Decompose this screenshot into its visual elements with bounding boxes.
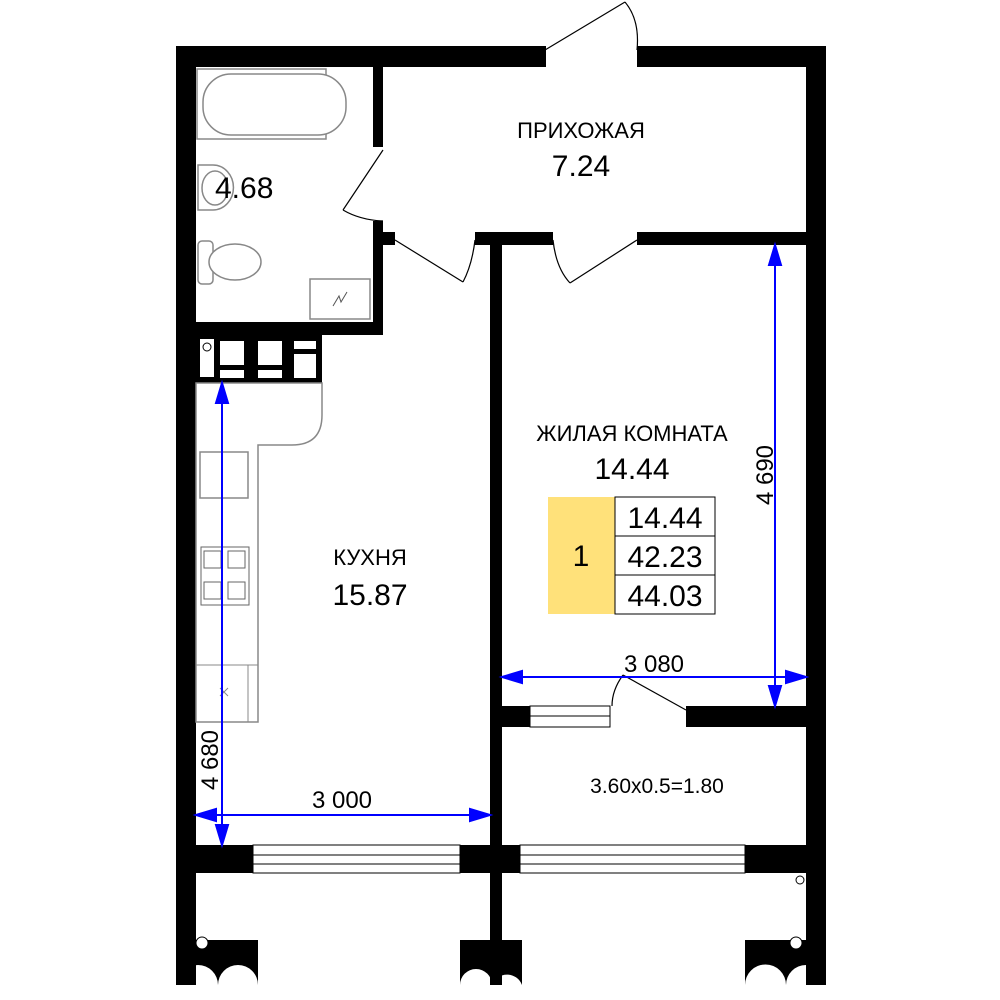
info-box: 1 14.44 42.23 44.03: [548, 496, 716, 615]
living-width-dimension: 3 080: [624, 651, 684, 678]
kitchen-counter: [195, 382, 323, 723]
sink: [197, 164, 235, 211]
balcony-drains: [195, 875, 805, 950]
dimension-lines: [192, 241, 810, 849]
living-height-dimension: 4 690: [752, 445, 779, 505]
balcony-area: 3.60x0.5=1.80: [590, 775, 724, 798]
hallway-name: ПРИХОЖАЯ: [517, 118, 645, 143]
doors: [342, 1, 687, 711]
total-area-value: 42.23: [627, 541, 702, 574]
kitchen-width-dimension: 3 000: [312, 787, 372, 814]
windows: [252, 705, 746, 874]
water-heater: [309, 278, 371, 320]
living-room-name: ЖИЛАЯ КОМНАТА: [536, 421, 728, 446]
hallway-area: 7.24: [552, 150, 610, 183]
bathroom-area: 4.68: [215, 172, 273, 205]
rooms-count: 1: [573, 540, 590, 573]
walls: [176, 46, 826, 985]
kitchen-height-dimension: 4 680: [197, 730, 224, 790]
living-area-value: 14.44: [627, 502, 702, 535]
toilet: [197, 240, 262, 285]
kitchen-area: 15.87: [332, 579, 407, 612]
bathtub: [196, 68, 347, 140]
total-with-balcony-value: 44.03: [627, 580, 702, 613]
kitchen-name: КУХНЯ: [333, 545, 407, 570]
utility-niches: [200, 339, 316, 378]
living-room-area: 14.44: [594, 453, 669, 486]
